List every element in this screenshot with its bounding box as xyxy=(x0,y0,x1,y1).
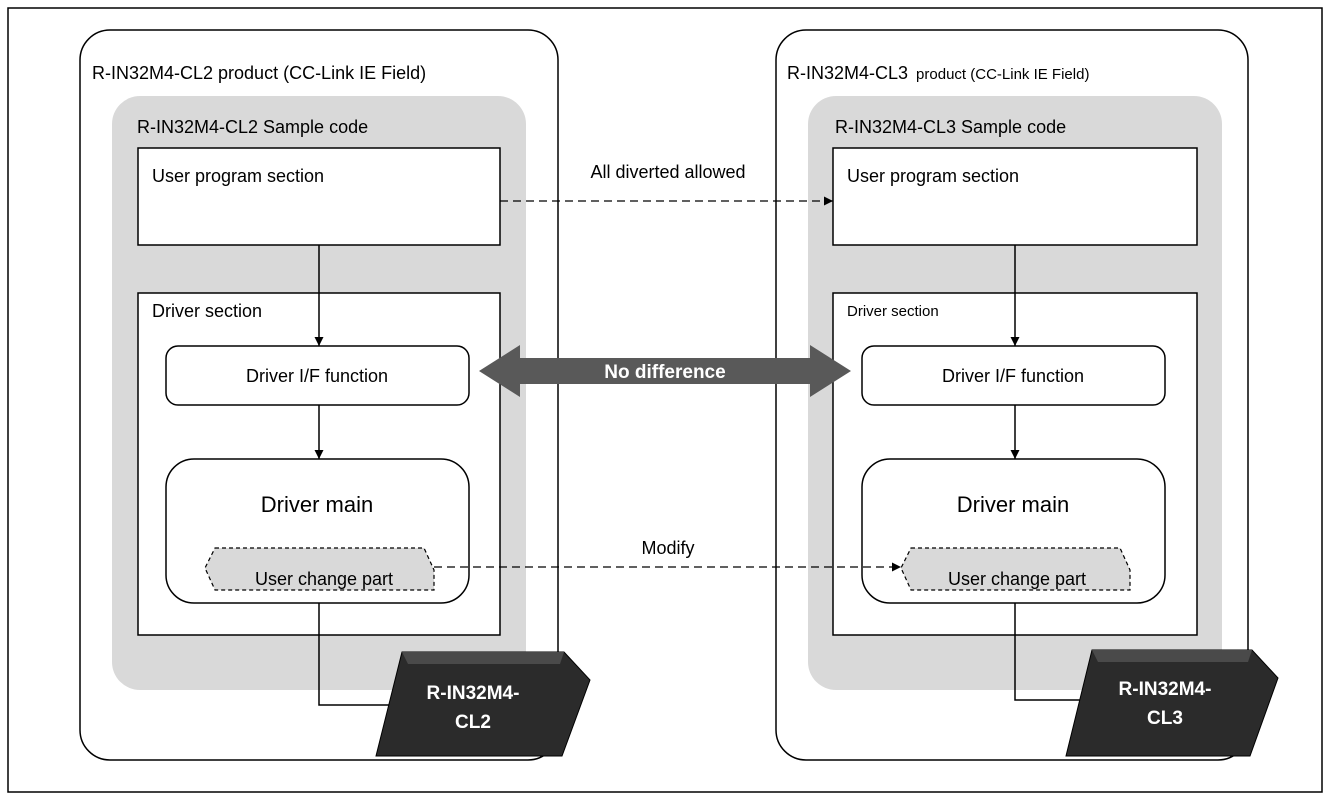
right-chip-label-line2: CL3 xyxy=(1147,708,1183,729)
left-chip-label-line1: R-IN32M4- xyxy=(427,683,520,704)
left-sample-code-label: R-IN32M4-CL2 Sample code xyxy=(137,117,368,137)
right-user-program-box xyxy=(832,147,1198,246)
right-product-title-suffix: product (CC-Link IE Field) xyxy=(916,66,1089,83)
right-driver-main-label: Driver main xyxy=(957,492,1069,517)
right-arrow-main-to-chip xyxy=(1014,603,1096,705)
left-driver-main-label: Driver main xyxy=(261,492,373,517)
modify-label: Modify xyxy=(641,538,694,558)
right-user-change-label: User change part xyxy=(948,569,1086,589)
right-product-title-main: R-IN32M4-CL3 xyxy=(787,63,908,83)
left-user-program-box xyxy=(137,147,501,246)
right-user-change-part xyxy=(900,547,1131,591)
right-driver-if-box xyxy=(861,345,1166,406)
all-diverted-label: All diverted allowed xyxy=(590,162,745,182)
right-driver-section-label: Driver section xyxy=(847,303,939,320)
left-user-change-part xyxy=(204,547,435,591)
right-chip: R-IN32M4- CL3 xyxy=(1065,649,1279,757)
left-product: R-IN32M4-CL2 product (CC-Link IE Field) … xyxy=(79,29,591,761)
left-user-change-label: User change part xyxy=(255,569,393,589)
right-product-title: R-IN32M4-CL3 product (CC-Link IE Field) xyxy=(787,63,1089,83)
no-difference-label: No difference xyxy=(604,362,725,383)
no-difference-double-arrow xyxy=(479,345,851,397)
right-driver-if-label: Driver I/F function xyxy=(942,366,1084,386)
left-arrow-main-to-chip xyxy=(318,603,409,710)
right-sample-code-label: R-IN32M4-CL3 Sample code xyxy=(835,117,1066,137)
left-driver-if-box xyxy=(165,345,470,406)
left-chip-body xyxy=(375,651,591,757)
left-driver-if-label: Driver I/F function xyxy=(246,366,388,386)
left-user-program-label: User program section xyxy=(152,166,324,186)
right-chip-label-line1: R-IN32M4- xyxy=(1119,679,1212,700)
right-user-program-label: User program section xyxy=(847,166,1019,186)
right-chip-bevel xyxy=(1092,650,1252,662)
left-chip: R-IN32M4- CL2 xyxy=(375,651,591,757)
left-chip-bevel xyxy=(402,652,564,664)
left-driver-section-label: Driver section xyxy=(152,301,262,321)
left-chip-label-line2: CL2 xyxy=(455,712,491,733)
left-product-title: R-IN32M4-CL2 product (CC-Link IE Field) xyxy=(92,63,426,83)
connectors: All diverted allowed No difference Modif… xyxy=(434,162,901,572)
right-chip-body xyxy=(1065,649,1279,757)
